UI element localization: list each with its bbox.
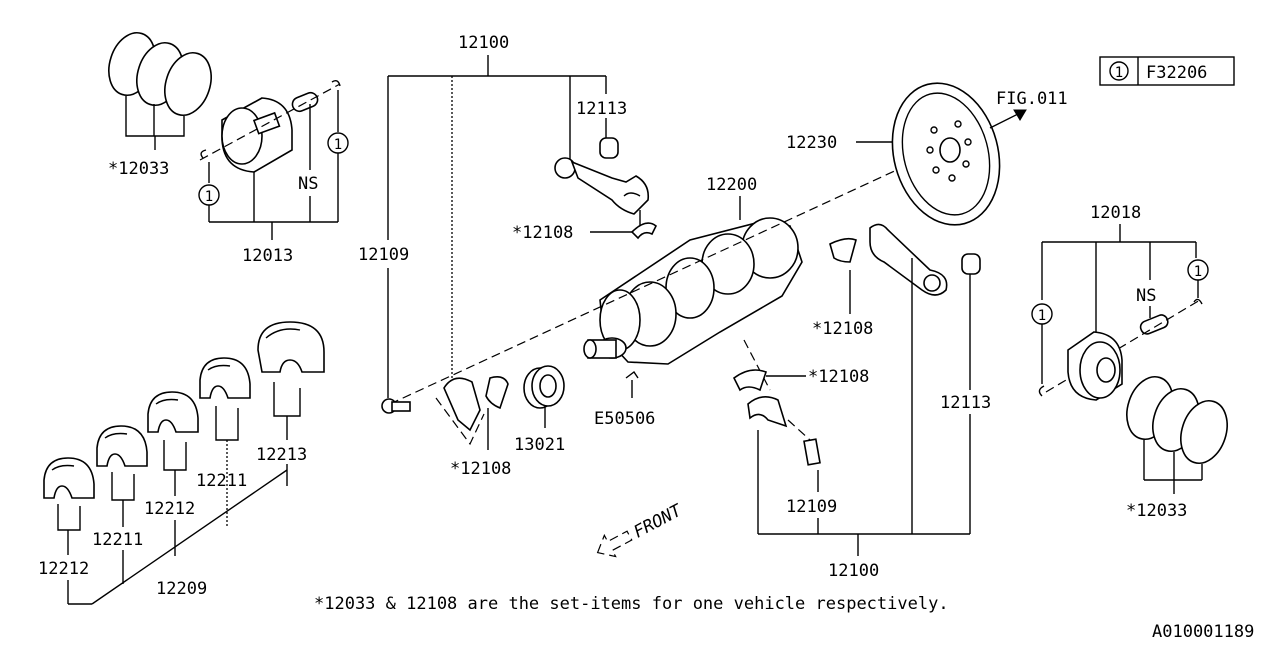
- fig-link: FIG.011: [996, 89, 1068, 109]
- svg-text:1: 1: [205, 189, 213, 205]
- crankshaft: 12200: [583, 175, 803, 365]
- main-bearing-12212-b: [147, 391, 199, 471]
- label-main-12212-b: 12212: [144, 499, 195, 519]
- label-bearing-right-lower: *12108: [808, 367, 869, 387]
- label-rod-bolt-right: 12109: [786, 497, 837, 517]
- figure-ref-code: F32206: [1146, 63, 1207, 83]
- main-bearing-set: 12212 12211 12212 12211 12213 12209: [38, 321, 325, 605]
- label-bearing-bottom: *12108: [450, 459, 511, 479]
- rod-assembly-bracket-top: 12100 12109 12113: [358, 33, 627, 398]
- woodruff-key: E50506: [594, 370, 655, 429]
- footnote: *12033 & 12108 are the set-items for one…: [314, 594, 949, 614]
- label-flywheel: 12230: [786, 133, 837, 153]
- centerline-crank: [389, 149, 941, 405]
- main-bearing-12213: [257, 321, 325, 417]
- label-rings-right: *12033: [1126, 501, 1187, 521]
- connecting-rod-right: *12108 *12108: [732, 223, 981, 466]
- front-arrow: FRONT: [596, 500, 687, 558]
- label-main-12212-a: 12212: [38, 559, 89, 579]
- figure-reference-box: 1 F32206: [1099, 56, 1235, 86]
- fig-link-arrow: FIG.011: [989, 89, 1068, 129]
- label-rod-bushing-right: 12113: [940, 393, 991, 413]
- label-bearing-right-upper: *12108: [812, 319, 873, 339]
- piston-rings-left: *12033: [108, 32, 212, 179]
- ns-left: NS: [298, 174, 318, 194]
- main-bearing-12211-a: [96, 425, 148, 501]
- piston-left: [199, 79, 341, 173]
- label-bearing-upper-left: *12108: [512, 223, 573, 243]
- label-piston-right: 12018: [1090, 203, 1141, 223]
- label-rod-bolt-left: 12109: [358, 245, 409, 265]
- label-bottom-12100: 12100: [828, 561, 879, 581]
- ns-right: NS: [1136, 286, 1156, 306]
- svg-text:1: 1: [1038, 308, 1046, 324]
- main-bearing-12211-b: [199, 357, 251, 441]
- piston-right-group: 12018 1 NS 1 *12033: [1031, 203, 1228, 521]
- label-main-12211-b: 12211: [196, 471, 247, 491]
- label-piston-left: 12013: [242, 246, 293, 266]
- label-rings-left: *12033: [108, 159, 169, 179]
- piston-left-leaders: 1 NS 1 12013: [198, 90, 349, 266]
- label-rod-bushing-top: 12113: [576, 99, 627, 119]
- label-top-12100: 12100: [458, 33, 509, 53]
- label-main-set: 12209: [156, 579, 207, 599]
- svg-text:1: 1: [334, 137, 342, 153]
- figure-ref-circled: 1: [1115, 65, 1123, 81]
- connecting-rod-upper: *12108: [512, 137, 658, 243]
- label-key: E50506: [594, 409, 655, 429]
- rod-cap-left: *12108: [381, 376, 511, 479]
- rod-assembly-bracket-bottom: 12113 12109 12100: [757, 258, 991, 581]
- front-label: FRONT: [630, 500, 686, 543]
- label-main-12213: 12213: [256, 445, 307, 465]
- centerline-rod: [743, 339, 771, 391]
- diagram-id: A010001189: [1152, 622, 1254, 640]
- svg-text:1: 1: [1194, 264, 1202, 280]
- label-crankshaft: 12200: [706, 175, 757, 195]
- main-bearing-12212-a: [43, 457, 95, 531]
- crank-pulley: 13021: [514, 365, 565, 455]
- label-main-12211-a: 12211: [92, 530, 143, 550]
- flywheel: 12230: [786, 82, 1001, 226]
- label-pulley: 13021: [514, 435, 565, 455]
